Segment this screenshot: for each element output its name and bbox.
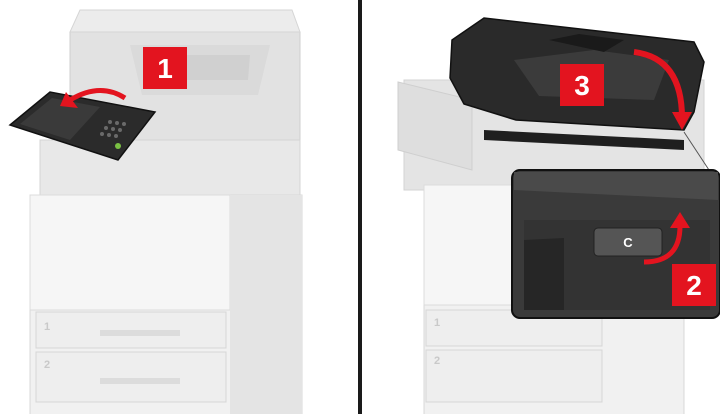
panel-divider xyxy=(358,0,362,414)
step-1-number: 1 xyxy=(157,53,173,84)
tray-1-label: 1 xyxy=(44,321,50,333)
printer-illustration-left: 1 2 1 xyxy=(0,0,356,414)
tray-2-label: 2 xyxy=(44,359,50,371)
ghost-printer-body: 1 2 xyxy=(30,140,302,414)
printer-illustration-right: 1 2 3 xyxy=(364,0,720,414)
step-1-badge: 1 xyxy=(143,47,187,89)
step-3-number: 3 xyxy=(574,70,590,101)
step-2-number: 2 xyxy=(686,270,702,301)
right-panel: 1 2 3 xyxy=(364,0,720,414)
step-3-badge: 3 xyxy=(560,64,604,106)
step-2-badge: 2 xyxy=(672,264,716,306)
latch-c[interactable]: C xyxy=(594,228,662,256)
left-panel: 1 2 1 xyxy=(0,0,356,414)
tray-2-label: 2 xyxy=(434,355,440,367)
tray-1-label: 1 xyxy=(434,317,440,329)
latch-c-label: C xyxy=(623,235,633,250)
